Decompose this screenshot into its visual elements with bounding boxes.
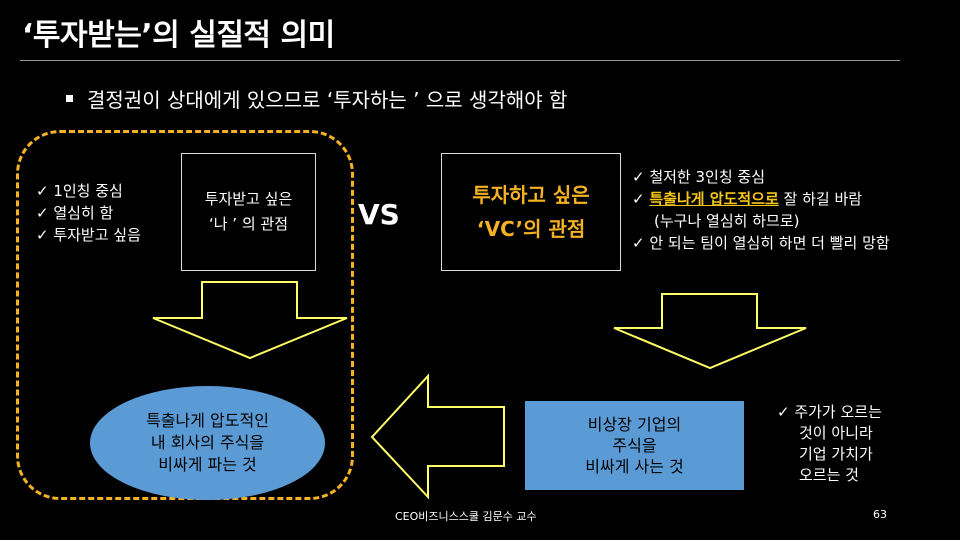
- check-mark-text: ✓: [632, 190, 650, 208]
- value-note-line2: 것이 아니라: [799, 424, 873, 442]
- highlighted-phrase: 특출나게 압도적으로: [649, 190, 779, 208]
- vc-check-item: ✓ 철저한 3인칭 중심: [632, 168, 766, 186]
- blue-box-line2: 주식을: [612, 436, 657, 455]
- vc-goal-box: 비상장 기업의 주식을 비싸게 사는 것: [525, 401, 744, 490]
- vc-checklist: ✓ 철저한 3인칭 중심 ✓ 특출나게 압도적으로 잘 하길 바람 (누구나 열…: [632, 166, 890, 254]
- left-arrow-icon: [370, 373, 505, 500]
- left-check-item: ✓ 열심히 함: [36, 204, 114, 222]
- value-note-line4: 오르는 것: [799, 466, 859, 484]
- down-arrow-right-icon: [613, 293, 807, 370]
- vc-check-item: ✓ 안 되는 팀이 열심히 하면 더 빨리 망함: [632, 234, 890, 252]
- square-bullet-icon: [66, 95, 73, 102]
- ellipse-line2: 내 회사의 주식을: [150, 433, 265, 452]
- slide-title: ‘투자받는’의 실질적 의미: [22, 18, 335, 53]
- vc-check-rest: 잘 하길 바람: [778, 190, 863, 208]
- footer-credit: CEO비즈니스스쿨 김문수 교수: [395, 510, 537, 523]
- main-bullet-text: 결정권이 상대에게 있으므로 ‘투자하는 ’ 으로 생각해야 함: [87, 88, 568, 112]
- left-check-item: ✓ 투자받고 싶음: [36, 226, 141, 244]
- left-check-item: ✓ 1인칭 중심: [36, 182, 123, 200]
- founder-box-line2: ‘나 ’ 의 관점: [208, 215, 289, 233]
- ellipse-line1: 특출나게 압도적인: [146, 411, 269, 430]
- vc-box-line2: ‘VC’의 관점: [476, 217, 586, 241]
- founder-perspective-box: 투자받고 싶은 ‘나 ’ 의 관점: [181, 153, 316, 271]
- page-number: 63: [873, 508, 887, 521]
- vs-label: VS: [358, 198, 400, 231]
- vc-perspective-box: 투자하고 싶은 ‘VC’의 관점: [441, 153, 621, 271]
- blue-box-line3: 비싸게 사는 것: [585, 457, 684, 476]
- blue-box-line1: 비상장 기업의: [587, 415, 682, 434]
- value-note: ✓ 주가가 오르는 것이 아니라 기업 가치가 오르는 것: [777, 402, 882, 486]
- founder-goal-ellipse: 특출나게 압도적인 내 회사의 주식을 비싸게 파는 것: [90, 386, 325, 500]
- vc-check-item: ✓ 특출나게 압도적으로 잘 하길 바람: [632, 188, 890, 210]
- left-checklist: ✓ 1인칭 중심 ✓ 열심히 함 ✓ 투자받고 싶음: [36, 180, 141, 246]
- title-divider: [20, 60, 900, 61]
- vc-check-subnote: (누구나 열심히 하므로): [654, 212, 800, 230]
- main-bullet: 결정권이 상대에게 있으므로 ‘투자하는 ’ 으로 생각해야 함: [66, 84, 567, 113]
- value-note-line3: 기업 가치가: [799, 445, 873, 463]
- vc-box-line1: 투자하고 싶은: [472, 183, 590, 207]
- down-arrow-left-icon: [152, 281, 348, 360]
- founder-box-line1: 투자받고 싶은: [204, 190, 293, 208]
- value-note-line1: ✓ 주가가 오르는: [777, 403, 882, 421]
- ellipse-line3: 비싸게 파는 것: [158, 455, 257, 474]
